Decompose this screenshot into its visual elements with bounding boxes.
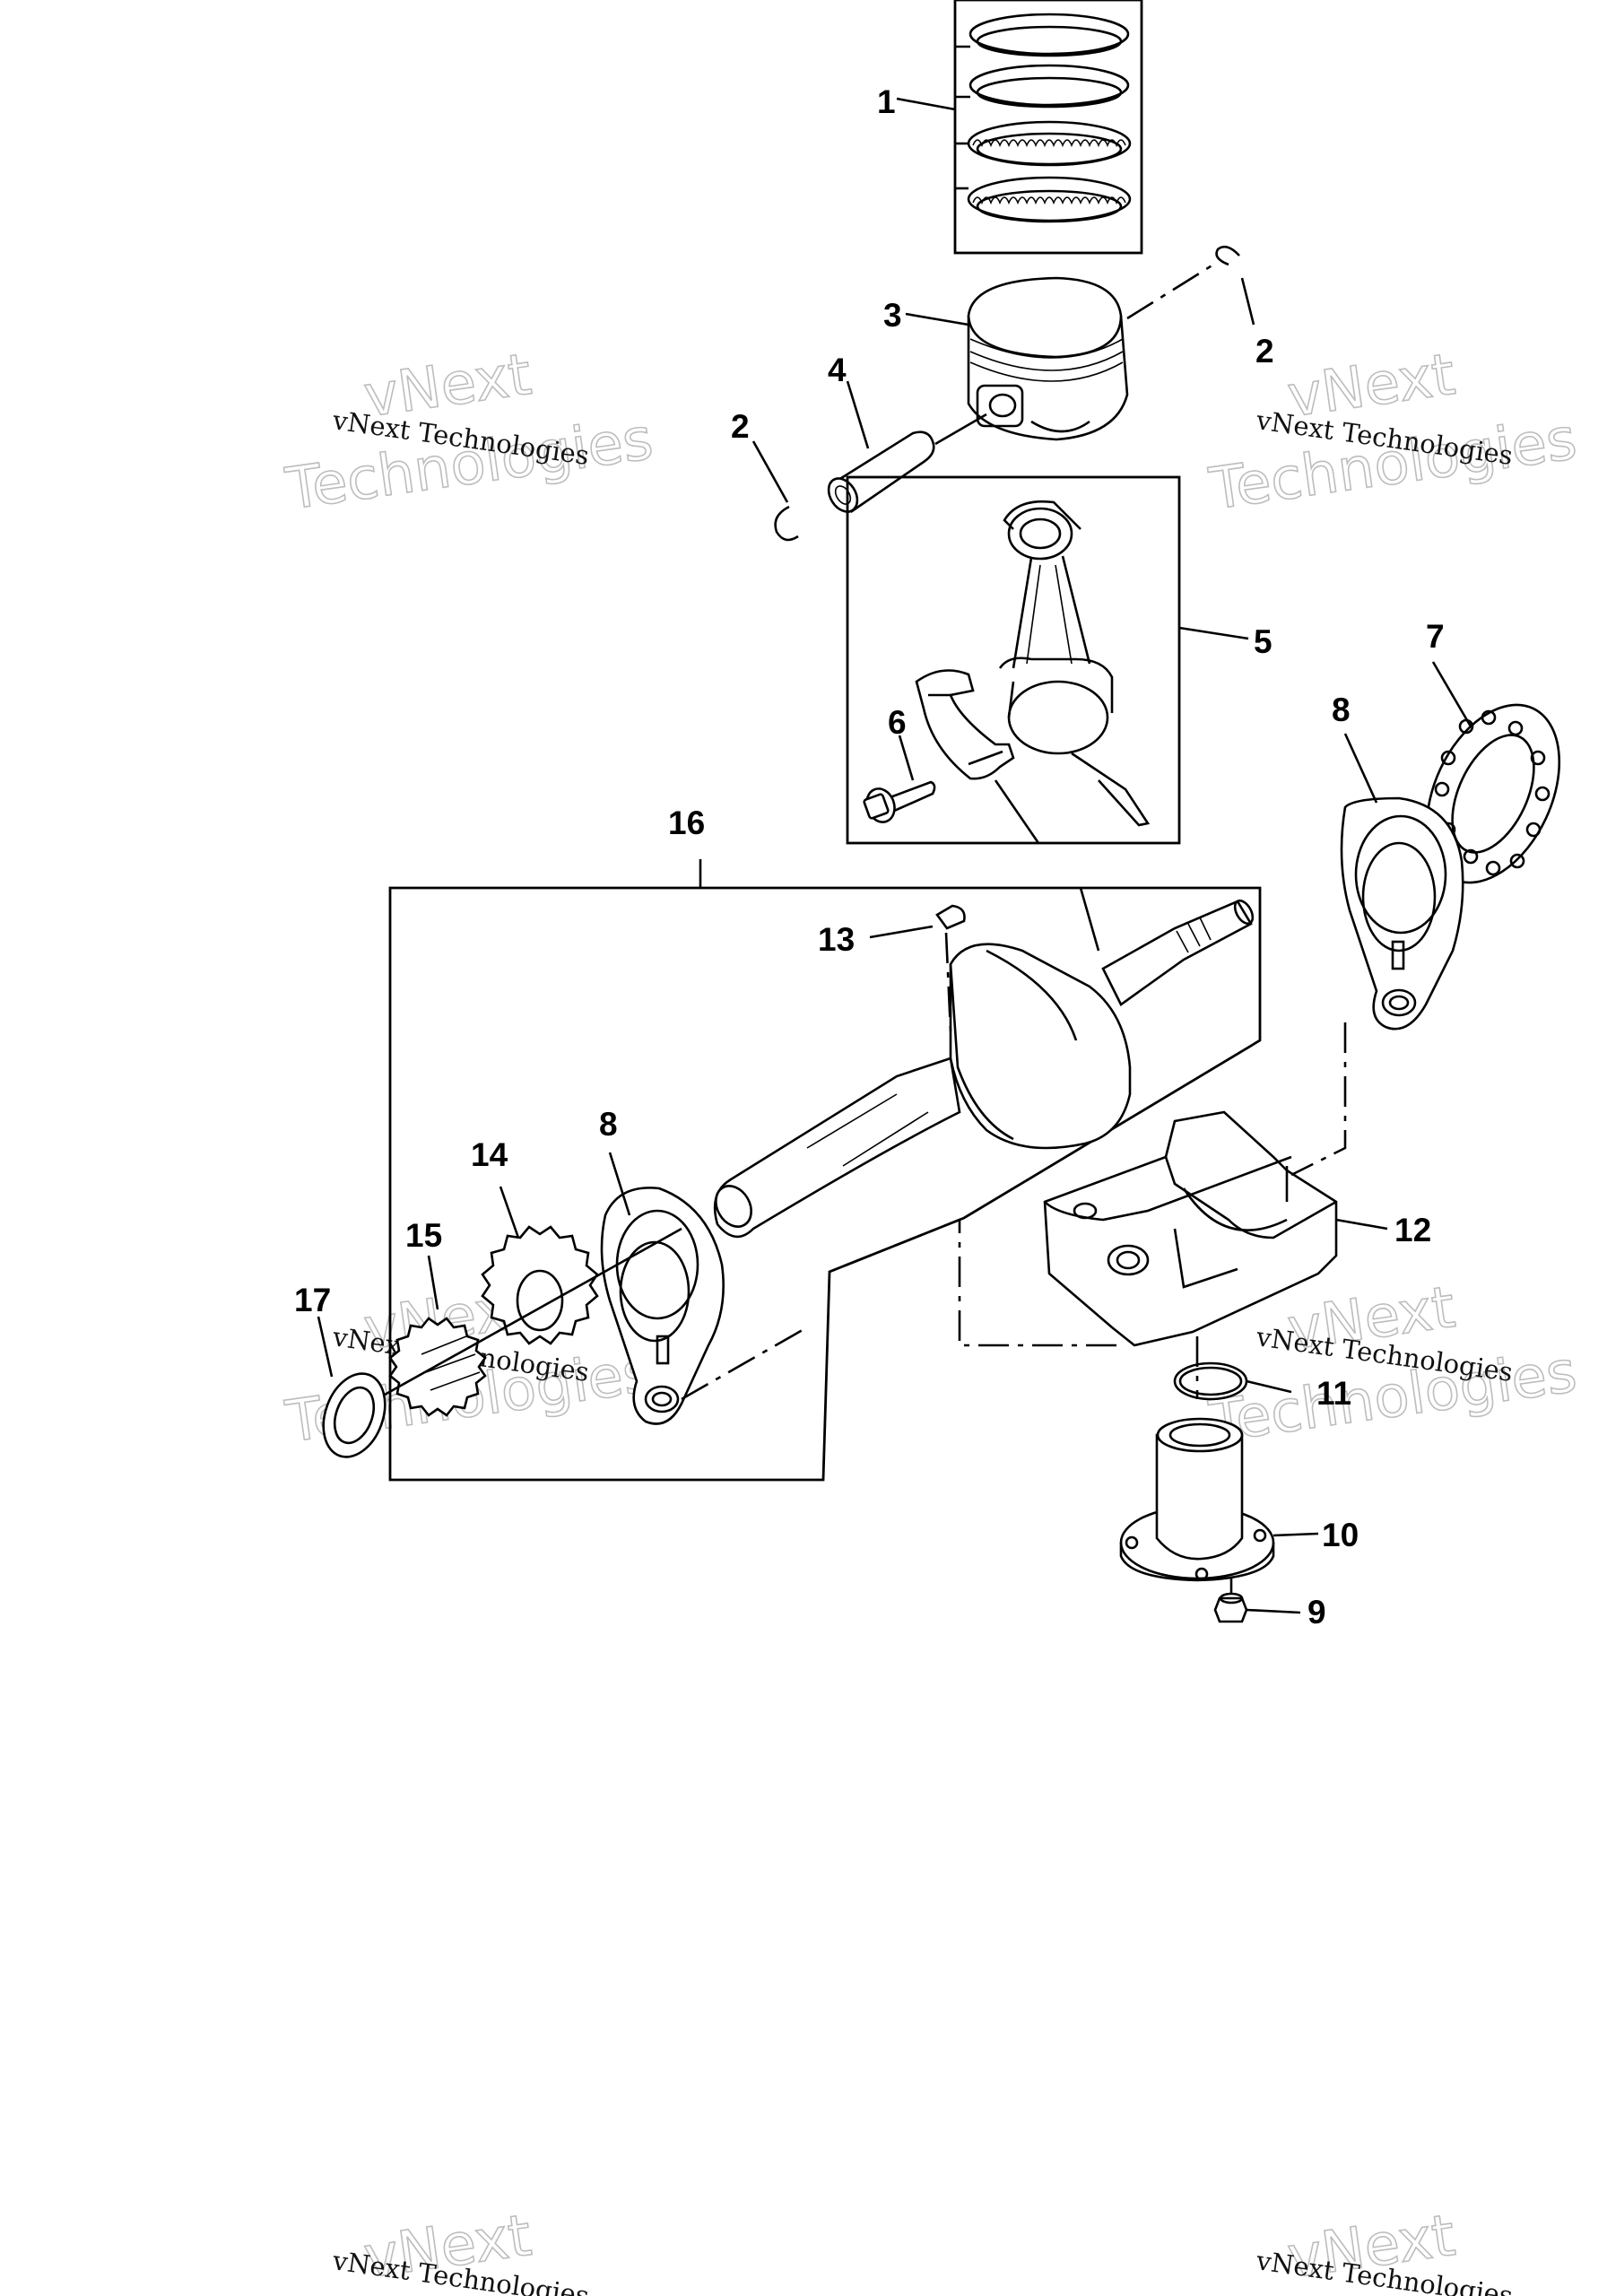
callout-10: 10 <box>1322 1517 1359 1553</box>
crank-gear <box>481 1225 599 1345</box>
pinion-gear <box>388 1317 487 1417</box>
crankshaft-assembly <box>388 886 1262 1482</box>
callout-2: 2 <box>1255 333 1274 370</box>
callout-3: 3 <box>883 297 902 334</box>
callout-5: 5 <box>1254 623 1273 660</box>
o-ring <box>1173 1361 1248 1401</box>
bearing-carrier <box>1119 1417 1275 1582</box>
crankcase-block <box>1043 1110 1338 1347</box>
piston <box>967 276 1129 441</box>
callout-2: 2 <box>731 408 750 445</box>
callout-9: 9 <box>1307 1594 1326 1631</box>
leader-lines <box>317 97 1472 1614</box>
connecting-rod-assembly <box>846 475 1181 845</box>
ring-set-box <box>953 0 1143 255</box>
balance-link-left <box>600 1187 725 1425</box>
callout-8: 8 <box>1332 691 1351 728</box>
piston-ring-set <box>953 0 1143 255</box>
connecting-rod-box <box>846 475 1181 845</box>
callout-11: 11 <box>1316 1375 1351 1412</box>
callout-14: 14 <box>471 1136 508 1173</box>
callout-17: 17 <box>294 1282 331 1318</box>
callout-4: 4 <box>828 352 847 388</box>
callout-7: 7 <box>1426 618 1445 655</box>
callout-15: 15 <box>405 1217 442 1254</box>
circlip-left <box>774 505 799 542</box>
circlip-right <box>1126 245 1240 320</box>
callout-1: 1 <box>877 83 896 120</box>
rod-bolt <box>863 780 936 823</box>
callout-12: 12 <box>1394 1212 1431 1248</box>
callout-6: 6 <box>888 704 907 741</box>
callout-13: 13 <box>818 921 855 958</box>
callout-16: 16 <box>668 804 705 841</box>
callout-8: 8 <box>599 1106 618 1143</box>
flange-bolt <box>1213 1578 1248 1623</box>
piston-pin <box>827 413 987 513</box>
end-washer <box>322 1372 387 1458</box>
balance-link-right <box>1340 796 1464 1031</box>
